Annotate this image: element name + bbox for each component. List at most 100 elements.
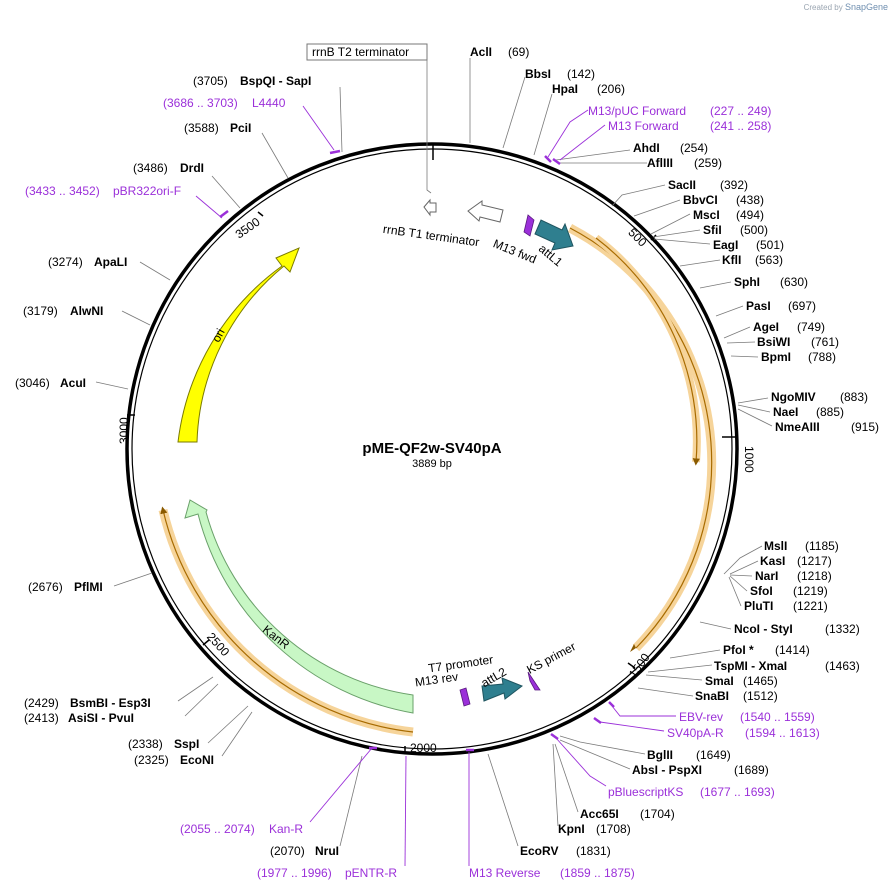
enzyme-nmeaiii-pos: (915) [851, 420, 879, 434]
enzyme-acc65i: Acc65I [580, 807, 619, 821]
right-enzymes: AclI (69) BbsI (142) HpaI (206) AhdI (25… [469, 45, 879, 858]
orf2-arc [160, 506, 414, 733]
enzyme-sfoi-pos: (1219) [793, 584, 828, 598]
enzyme-ahdi: AhdI [633, 141, 660, 155]
enzyme-ncoi-styi: NcoI - StyI [734, 622, 793, 636]
enzyme-pasi-pos: (697) [788, 299, 816, 313]
enzyme-drdi: DrdI [180, 161, 204, 175]
ori-feature [177, 247, 300, 443]
orf-arrow-head [630, 644, 636, 652]
m13-fwd-label: M13 fwd [491, 236, 538, 266]
ring-ticks [127, 143, 737, 754]
primer-pbr322ori-f: pBR322ori-F [113, 184, 181, 198]
enzyme-sacii: SacII [668, 178, 696, 192]
enzyme-alwni-pos: (3179) [23, 304, 58, 318]
enzyme-ngomiv-pos: (883) [840, 390, 868, 404]
enzyme-kpni: KpnI [558, 822, 585, 836]
enzyme-apali-pos: (3274) [48, 255, 83, 269]
kanr-feature [184, 499, 414, 714]
enzyme-bsmbi-esp3i-pos: (2429) [24, 696, 59, 710]
m13-rev-marker [459, 687, 471, 707]
orf-arc-inner [595, 237, 700, 466]
tick-2000: 2000 [410, 741, 437, 755]
primer-pentr-r: pENTR-R [345, 866, 397, 880]
enzyme-pcii-pos: (3588) [184, 121, 219, 135]
attl1-arrow [534, 219, 574, 251]
orf-arc-outer [569, 227, 713, 649]
enzyme-smai: SmaI [705, 674, 734, 688]
enzyme-naei-pos: (885) [816, 405, 844, 419]
enzyme-sfii-pos: (500) [740, 223, 768, 237]
enzyme-sfii: SfiI [703, 223, 722, 237]
enzyme-nrui: NruI [315, 844, 339, 858]
enzyme-pluti-pos: (1221) [793, 599, 828, 613]
enzyme-afliii-pos: (259) [694, 156, 722, 170]
enzyme-kfli-pos: (563) [755, 253, 783, 267]
backbone-inner-ring [131, 148, 733, 750]
rrnb-t2-leader [426, 52, 432, 194]
enzyme-bbvci-pos: (438) [736, 193, 764, 207]
enzyme-ecorv: EcoRV [520, 844, 558, 858]
tick-1000: 1000 [742, 446, 756, 473]
enzyme-kasi: KasI [760, 554, 785, 568]
tick-500: 500 [625, 225, 649, 249]
primer-m13-forward: M13 Forward [608, 119, 679, 133]
primer-sv40pa-r: SV40pA-R [667, 726, 724, 740]
enzyme-bsiwi-pos: (761) [811, 335, 839, 349]
enzyme-nrui-pos: (2070) [270, 844, 305, 858]
enzyme-bpmi-pos: (788) [808, 350, 836, 364]
backbone-outer-ring [125, 142, 739, 756]
enzyme-ncoi-styi-pos: (1332) [825, 622, 860, 636]
primer-m13-puc-forward: M13/pUC Forward [588, 104, 686, 118]
enzyme-naei: NaeI [773, 405, 798, 419]
primer-l4440-pos: (3686 .. 3703) [163, 96, 238, 110]
primers: M13/pUC Forward (227 .. 249) M13 Forward… [25, 96, 820, 880]
primer-pbluescriptks: pBluescriptKS [608, 785, 683, 799]
enzyme-kfli: KflI [722, 253, 741, 267]
enzyme-sphi: SphI [734, 275, 760, 289]
enzyme-bspqi-sapi: BspQI - SapI [240, 74, 311, 88]
enzyme-ecorv-pos: (1831) [576, 844, 611, 858]
enzyme-econi-pos: (2325) [134, 753, 169, 767]
enzyme-hpai: HpaI [552, 82, 578, 96]
brand-name: SnapGene [844, 2, 888, 12]
primer-ebv-rev: EBV-rev [679, 710, 723, 724]
rrnb-t1-arrow [467, 200, 504, 223]
enzyme-sfoi: SfoI [750, 584, 773, 598]
enzyme-kasi-pos: (1217) [797, 554, 832, 568]
enzyme-sspi: SspI [174, 737, 199, 751]
primer-m13-forward-pos: (241 .. 258) [710, 119, 771, 133]
primer-ebv-rev-pos: (1540 .. 1559) [740, 710, 815, 724]
tick-3500: 3500 [233, 215, 263, 242]
enzyme-bglii: BglII [647, 748, 673, 762]
enzyme-pluti: PluTI [744, 599, 773, 613]
enzyme-tspmi-xmai: TspMI - XmaI [714, 659, 787, 673]
plasmid-name: pME-QF2w-SV40pA [362, 440, 501, 457]
primer-m13-reverse-pos: (1859 .. 1875) [560, 866, 635, 880]
rrnb-t2-label: rrnB T2 terminator [312, 45, 409, 59]
enzyme-sphi-pos: (630) [780, 275, 808, 289]
enzyme-snabi: SnaBI [695, 689, 729, 703]
enzyme-bsmbi-esp3i: BsmBI - Esp3I [70, 696, 151, 710]
enzyme-ahdi-pos: (254) [680, 141, 708, 155]
enzyme-bbvci: BbvCI [683, 193, 718, 207]
enzyme-eagi: EagI [713, 238, 738, 252]
enzyme-pflmi-pos: (2676) [28, 580, 63, 594]
ks-primer-marker [527, 671, 541, 691]
enzyme-pfoi-pos: (1414) [775, 643, 810, 657]
primer-sv40pa-r-pos: (1594 .. 1613) [745, 726, 820, 740]
primer-kan-r: Kan-R [269, 822, 303, 836]
enzyme-kpni-pos: (1708) [596, 822, 631, 836]
enzyme-acc65i-pos: (1704) [640, 807, 675, 821]
enzyme-msci: MscI [693, 208, 720, 222]
enzyme-bsiwi: BsiWI [757, 335, 790, 349]
enzyme-msli: MslI [764, 539, 787, 553]
primer-pbr322ori-f-pos: (3433 .. 3452) [25, 184, 100, 198]
primer-m13-reverse: M13 Reverse [469, 866, 541, 880]
snapgene-brand: Created by SnapGene [804, 2, 888, 12]
enzyme-pflmi: PflMI [74, 580, 103, 594]
enzyme-sspi-pos: (2338) [128, 737, 163, 751]
m13-fwd-marker [523, 214, 535, 237]
enzyme-msci-pos: (494) [736, 208, 764, 222]
enzyme-sacii-pos: (392) [720, 178, 748, 192]
